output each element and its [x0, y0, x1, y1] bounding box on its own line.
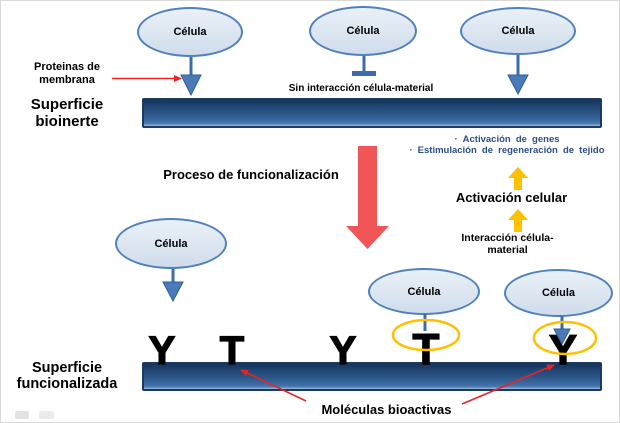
bioactive-molecule-t-icon: T [219, 329, 245, 373]
cell-label: Célula [154, 237, 188, 250]
cell-ellipse: Célula [504, 269, 613, 317]
no-interaction-label: Sin interacción célula-material [288, 83, 434, 94]
activation-effects-list: ·Activación de genes ·Estimulación de re… [393, 134, 619, 157]
bullet-dot: · [454, 134, 458, 145]
cell-label: Célula [541, 287, 575, 299]
cell-ellipse: Célula [115, 218, 227, 269]
corner-artifact-icon [15, 411, 29, 419]
bullet-dot: · [409, 144, 413, 156]
list-item: · Estimulación de regeneración de tejido [393, 144, 619, 157]
cell-material-interaction-label: Interacción célula-material [461, 232, 554, 257]
list-item-label: Activación de genes [462, 134, 560, 145]
bioinert-surface-label: Superficie bioinerte [30, 96, 104, 130]
cell-down-arrow-icon [162, 269, 184, 303]
bioinert-surface-bar [142, 98, 602, 128]
cell-ellipse: Célula [368, 268, 480, 315]
receptor-y-icon: Y [548, 326, 577, 373]
functionalization-process-label: Proceso de funcionalización [163, 167, 339, 182]
cell-down-arrow-icon [507, 55, 529, 96]
receptor-t-icon: T [412, 325, 440, 374]
activation-up-arrow-icon [508, 167, 528, 190]
cell-activation-label: Activación celular [455, 190, 568, 205]
cell-label: Célula [173, 26, 207, 38]
cell-down-arrow-icon [180, 57, 202, 97]
cell-ellipse: Célula [460, 7, 576, 55]
cell-label: Célula [501, 25, 535, 37]
membrane-proteins-label: Proteinas de membrana [33, 61, 101, 86]
cell-ellipse: Célula [137, 7, 243, 57]
cell-ellipse: Célula [309, 6, 417, 56]
bioactive-molecule-y-icon: Y [329, 329, 357, 373]
cell-label: Célula [346, 25, 380, 37]
list-item: · Activación de genes [393, 134, 619, 146]
cell-label: Célula [407, 285, 441, 298]
list-item-label: Estimulación de regeneración de tejido [417, 144, 605, 156]
process-down-arrow-icon [346, 146, 389, 249]
corner-artifact-icon [39, 411, 54, 419]
no-interaction-connector-icon [352, 56, 376, 76]
functionalized-surface-bar [142, 362, 602, 391]
bioactive-molecules-label: Moléculas bioactivas [321, 402, 452, 417]
bioactive-molecule-y-icon: Y [148, 329, 176, 373]
activation-up-arrow-icon [508, 209, 528, 232]
functionalized-surface-label: Superficie funcionalizada [16, 360, 118, 393]
